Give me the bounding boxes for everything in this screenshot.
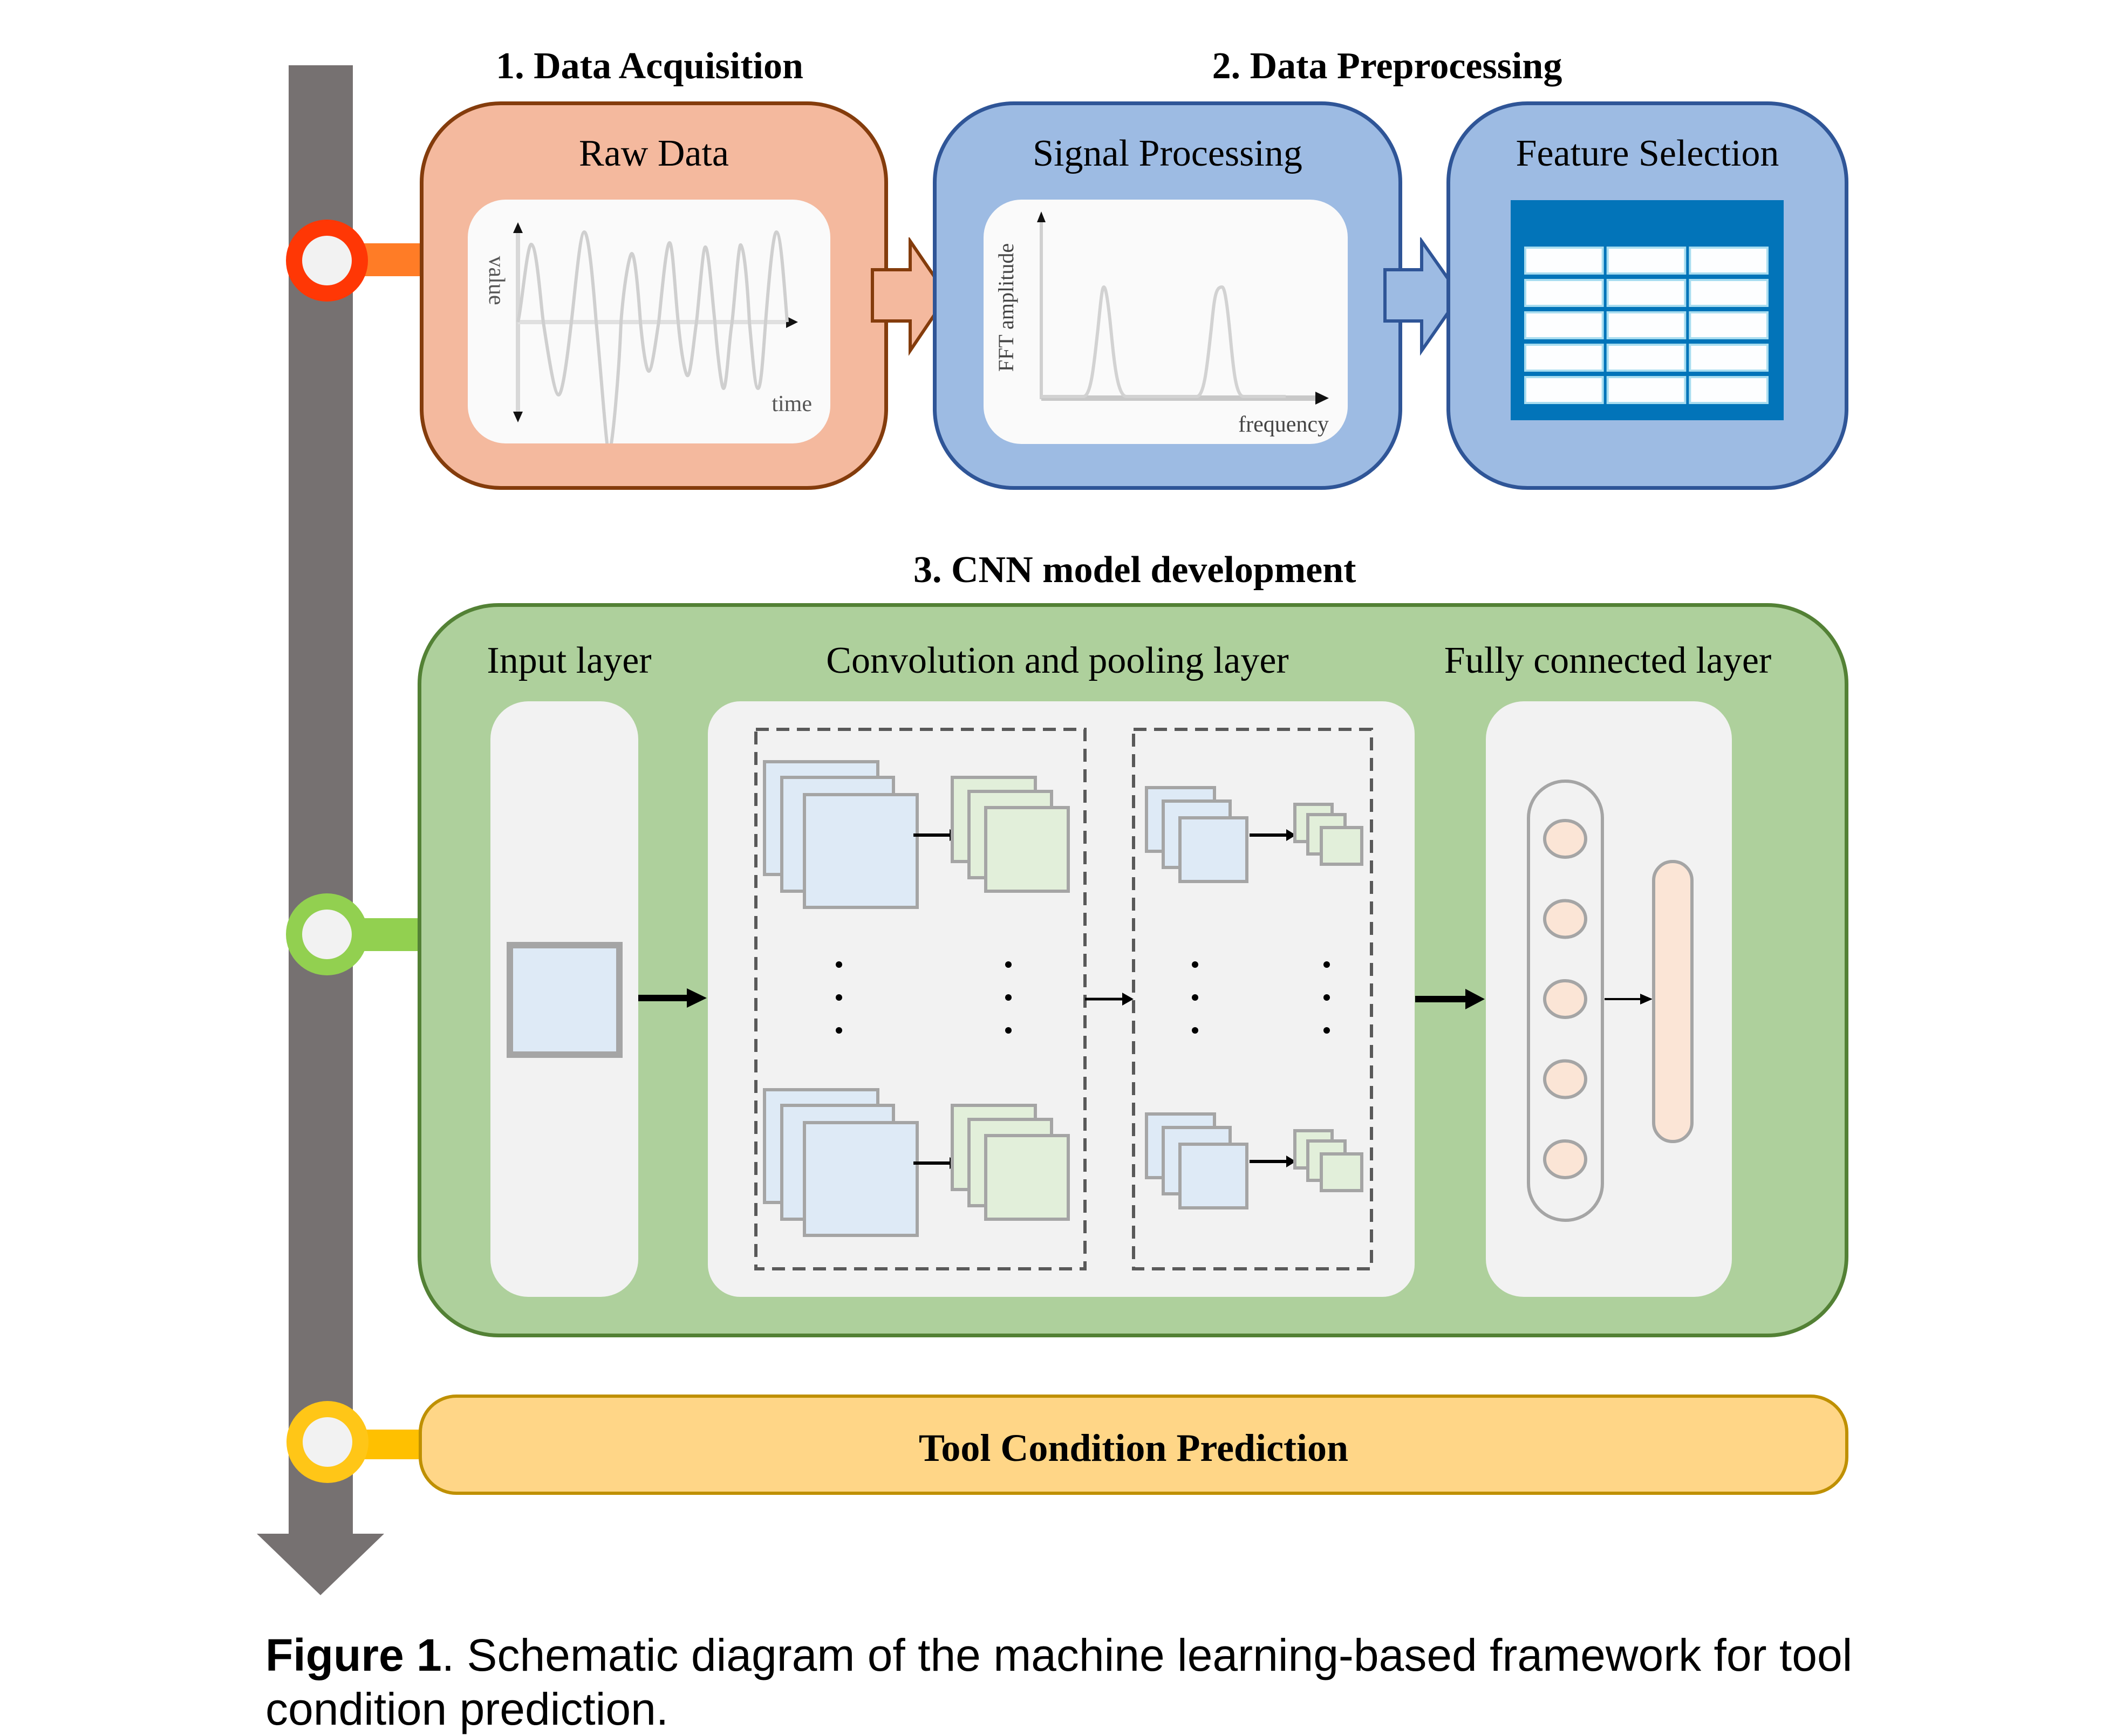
signal-chart-y-label: FFT amplitude <box>994 243 1018 372</box>
pool-input-map <box>1178 1143 1248 1209</box>
ellipsis-dot <box>1005 961 1012 968</box>
tool-condition-prediction-label: Tool Condition Prediction <box>918 1426 1349 1470</box>
conv-output-map <box>984 1134 1070 1221</box>
table-icon <box>1511 200 1784 420</box>
fc-neuron <box>1543 1059 1587 1099</box>
fc-output-layer <box>1652 860 1694 1143</box>
ellipsis-dot <box>1323 961 1330 968</box>
stage-title-acquisition: 1. Data Acquisition <box>496 45 803 87</box>
timeline-marker-acquisition <box>286 220 368 302</box>
timeline-arrowhead-icon <box>257 1534 384 1595</box>
ellipsis-dot <box>1192 994 1198 1001</box>
feature-table-cell <box>1606 279 1687 307</box>
raw-signal-curve <box>516 230 789 443</box>
input-layer-label: Input layer <box>487 640 652 681</box>
ellipsis-dot <box>836 1027 842 1034</box>
feature-selection-label: Feature Selection <box>1516 133 1779 174</box>
pool-output-map <box>1320 826 1363 866</box>
feature-table-cell <box>1524 311 1604 339</box>
stage-title-cnn: 3. CNN model development <box>913 549 1356 591</box>
tool-condition-prediction-box <box>419 1395 1848 1495</box>
caption-text: . Schematic diagram of the machine learn… <box>265 1630 1853 1734</box>
conv-output-map <box>984 806 1070 893</box>
timeline-bar <box>289 65 353 1535</box>
feature-table-cell <box>1606 311 1687 339</box>
fc-neuron <box>1543 1139 1587 1179</box>
stage-title-preprocessing: 2. Data Preprocessing <box>1212 45 1562 87</box>
signal-chart-x-label: frequency <box>1238 412 1329 437</box>
arrow-acquisition-to-signal-icon <box>871 237 950 356</box>
feature-table-cell <box>1524 279 1604 307</box>
timeline-marker-cnn <box>286 893 368 975</box>
arrow-signal-to-feature-icon <box>1383 237 1462 356</box>
signal-processing-label: Signal Processing <box>1033 133 1302 174</box>
feature-table-cell <box>1689 247 1769 275</box>
arrowhead-icon <box>1286 1156 1296 1167</box>
ellipsis-dot <box>1005 994 1012 1001</box>
figure-caption: Figure 1. Schematic diagram of the machi… <box>265 1628 1857 1736</box>
feature-table-cell <box>1606 376 1687 404</box>
conv-input-map <box>803 793 919 909</box>
fully-connected-layer-label: Fully connected layer <box>1444 640 1772 681</box>
feature-table-cell <box>1524 344 1604 372</box>
fc-neuron <box>1543 899 1587 939</box>
ellipsis-dot <box>1005 1027 1012 1034</box>
feature-table-cell <box>1689 376 1769 404</box>
feature-table-cell <box>1524 247 1604 275</box>
feature-table-cell <box>1606 247 1687 275</box>
ellipsis-dot <box>1323 994 1330 1001</box>
waveform-chart-icon: value time <box>484 222 812 443</box>
fc-neuron <box>1543 819 1587 859</box>
arrowhead-icon <box>1286 829 1296 841</box>
feature-table-cell <box>1524 376 1604 404</box>
ellipsis-dot <box>1192 1027 1198 1034</box>
ellipsis-dot <box>1323 1027 1330 1034</box>
signal-chart-card <box>984 200 1348 444</box>
caption-prefix: Figure 1 <box>265 1630 442 1680</box>
fft-curve <box>1041 285 1286 398</box>
feature-table-cell <box>1689 311 1769 339</box>
conv-pool-layer-label: Convolution and pooling layer <box>826 640 1289 681</box>
conv-input-map <box>803 1121 919 1237</box>
raw-data-label: Raw Data <box>579 133 729 174</box>
pool-output-map <box>1320 1152 1363 1192</box>
timeline-marker-prediction <box>286 1401 368 1483</box>
ellipsis-dot <box>836 961 842 968</box>
pool-input-map <box>1178 816 1248 883</box>
input-feature-map <box>507 942 623 1058</box>
raw-chart-x-label: time <box>772 392 812 416</box>
raw-chart-y-label: value <box>484 256 509 305</box>
fc-neuron-column <box>1527 780 1604 1222</box>
ellipsis-dot <box>1192 961 1198 968</box>
spectrum-chart-icon: FFT amplitude frequency <box>994 211 1329 437</box>
feature-table-cell <box>1689 344 1769 372</box>
fc-neuron <box>1543 979 1587 1019</box>
feature-table-cell <box>1689 279 1769 307</box>
feature-table-cell <box>1606 344 1687 372</box>
ellipsis-dot <box>836 994 842 1001</box>
